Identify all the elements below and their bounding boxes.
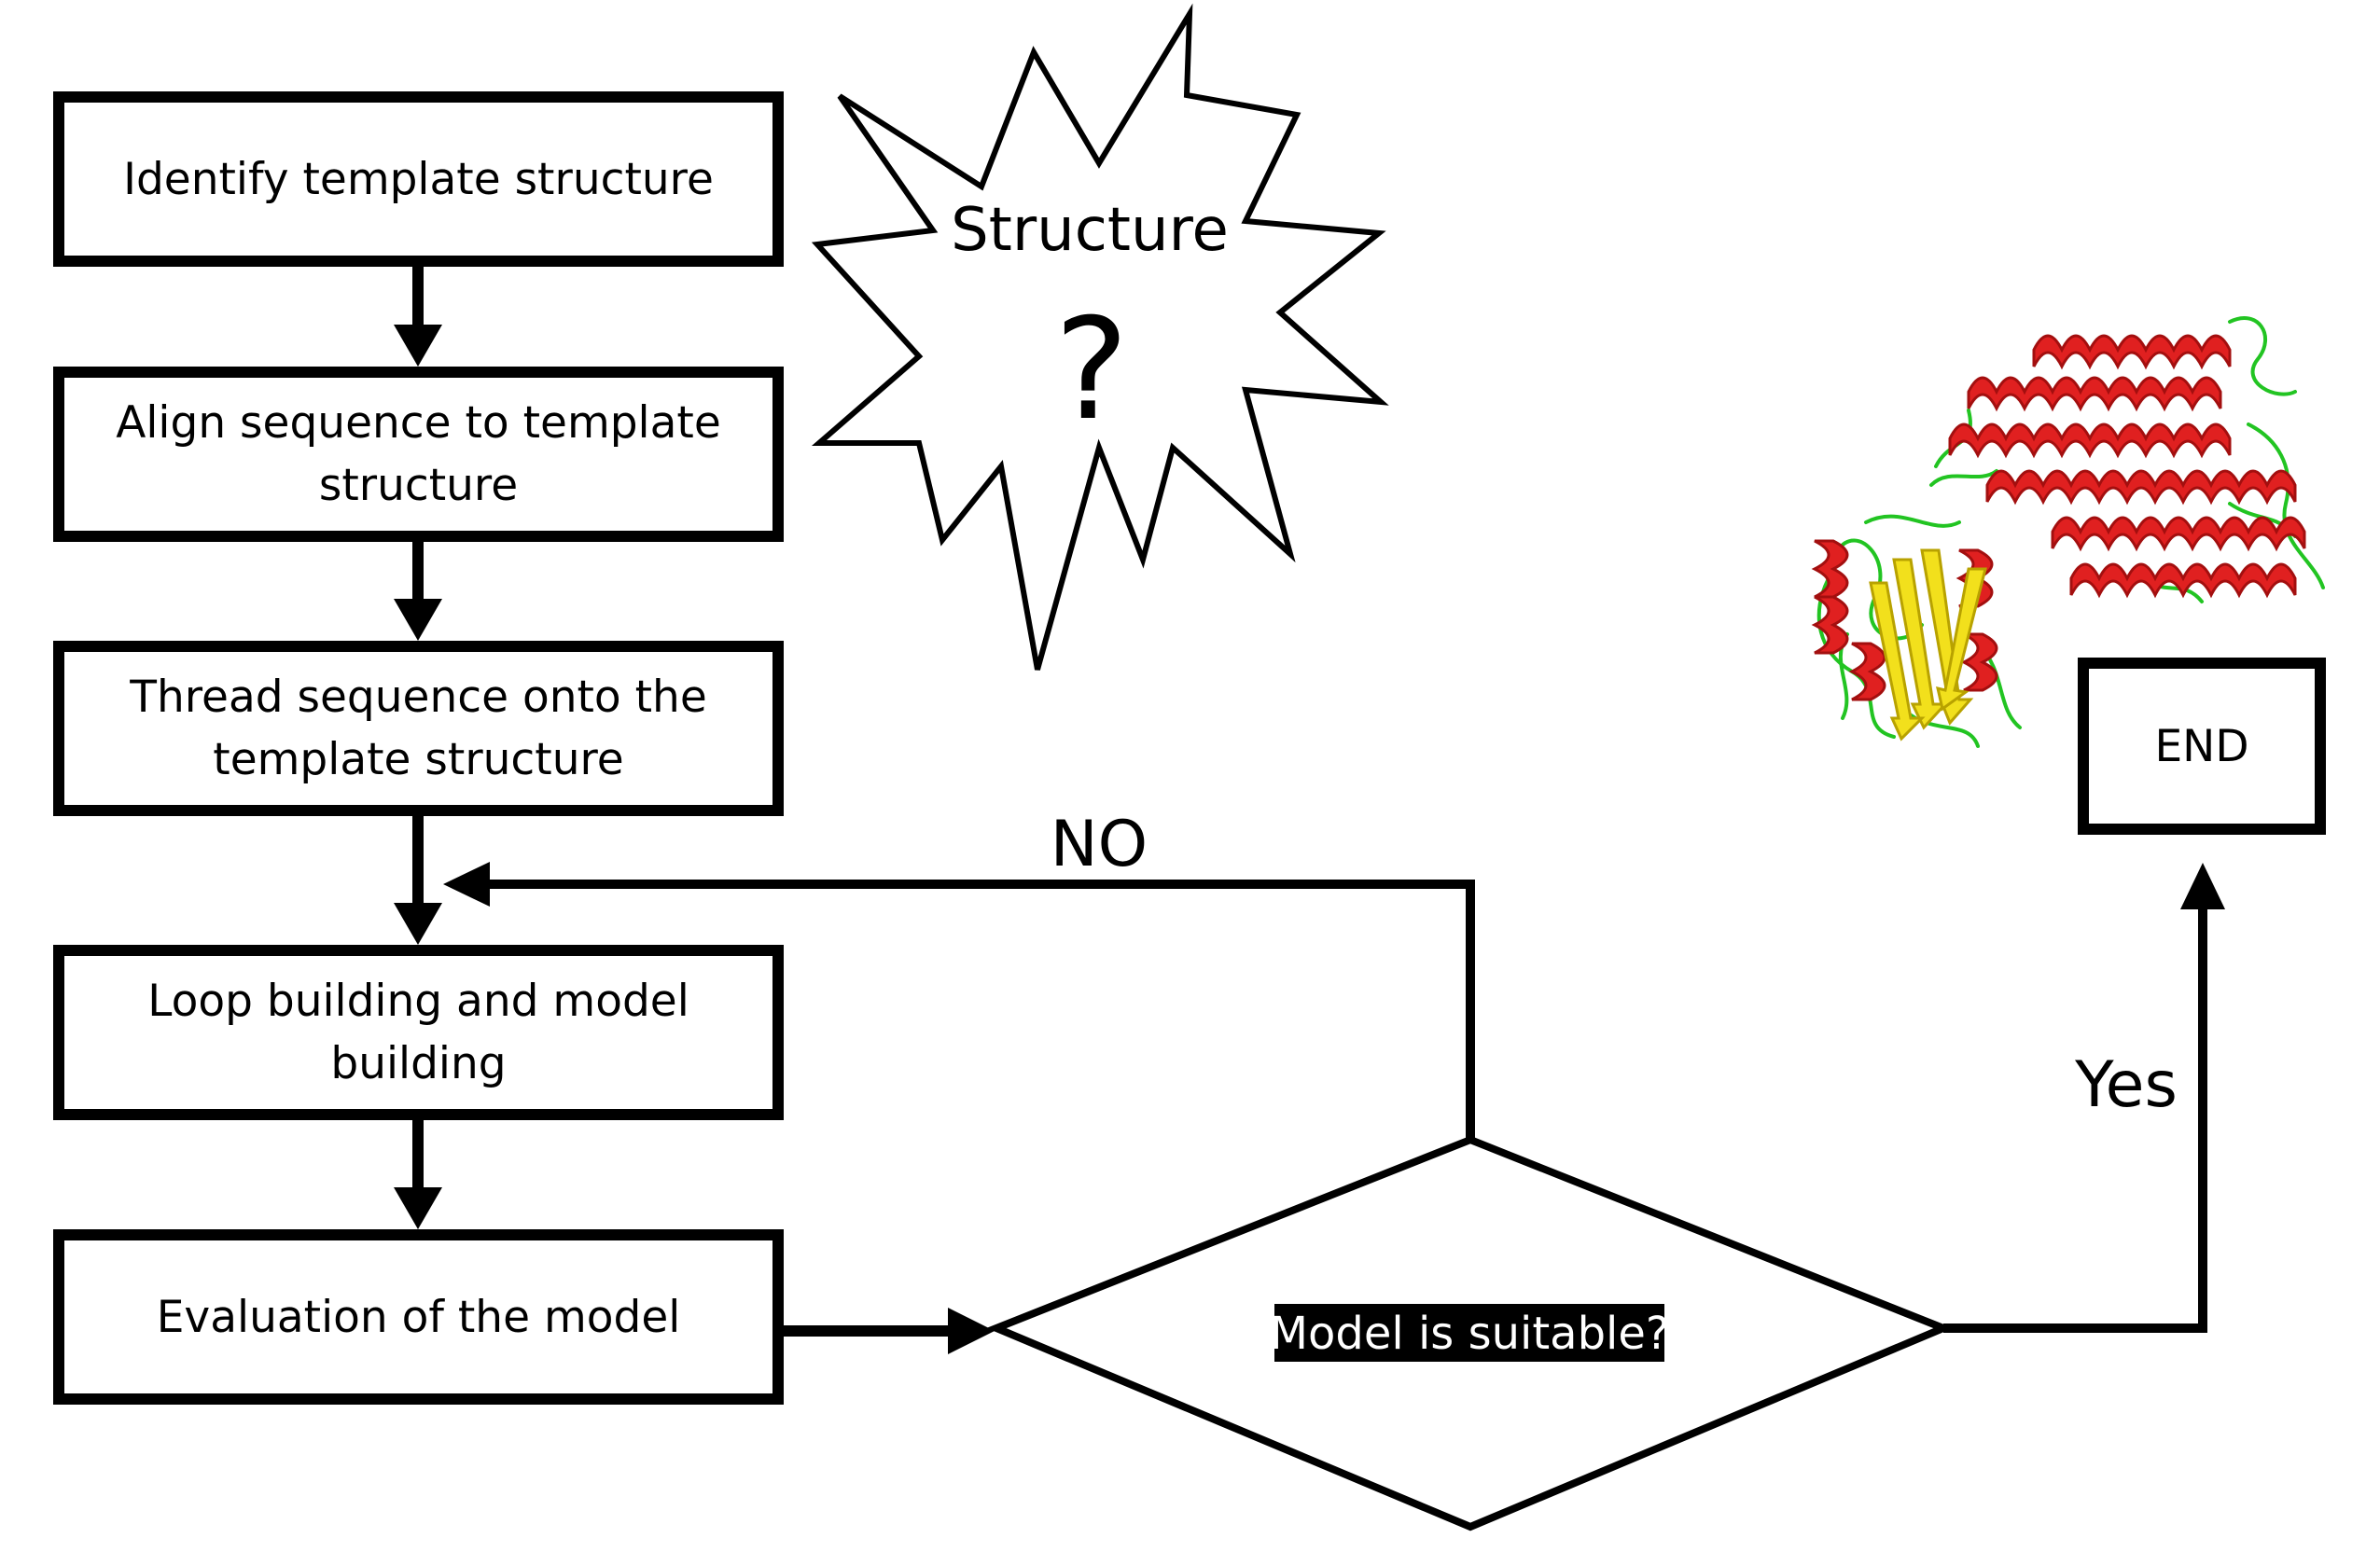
- arrowhead-decision: [948, 1308, 995, 1354]
- helix-ribbons: [1811, 334, 2306, 701]
- arrowhead-step3: [394, 599, 442, 641]
- arrowhead-step2: [394, 325, 442, 367]
- step-label: Loop building and model building: [147, 976, 689, 1089]
- starburst-icon: Structure ?: [811, 3, 1389, 671]
- step-label: Align sequence to template structure: [116, 397, 721, 511]
- question-mark: ?: [1054, 289, 1129, 451]
- step-label: Identify template structure: [123, 153, 714, 205]
- step-identify-template: Identify template structure: [53, 91, 784, 267]
- starburst-label: Structure: [951, 196, 1229, 265]
- beta-strands: [1869, 548, 1987, 741]
- decision-label: Model is suitable?: [1270, 1308, 1670, 1360]
- end-terminal: END: [2078, 658, 2326, 835]
- step-label: Thread sequence onto the template struct…: [130, 672, 707, 785]
- no-branch-label: NO: [1051, 808, 1148, 881]
- protein-structure-icon: [1811, 315, 2325, 748]
- step-evaluation: Evaluation of the model: [53, 1229, 784, 1405]
- no-branch-path: [490, 880, 1475, 1140]
- end-label: END: [2154, 720, 2249, 772]
- arrowhead-step5: [394, 1187, 442, 1229]
- step-connectors: [394, 267, 442, 1229]
- yes-branch-path: [1943, 909, 2207, 1333]
- starburst-shape: [811, 3, 1389, 671]
- step-label: Evaluation of the model: [156, 1291, 681, 1343]
- step-loop-building: Loop building and model building: [53, 945, 784, 1120]
- step-align-sequence: Align sequence to template structure: [53, 367, 784, 542]
- arrowhead-no-branch: [443, 862, 490, 907]
- decision-label-highlight: [1274, 1304, 1664, 1362]
- yes-branch-label: Yes: [2074, 1048, 2178, 1122]
- arrowhead-step4: [394, 903, 442, 945]
- arrowhead-yes-branch: [2180, 863, 2225, 909]
- step-thread-sequence: Thread sequence onto the template struct…: [53, 641, 784, 816]
